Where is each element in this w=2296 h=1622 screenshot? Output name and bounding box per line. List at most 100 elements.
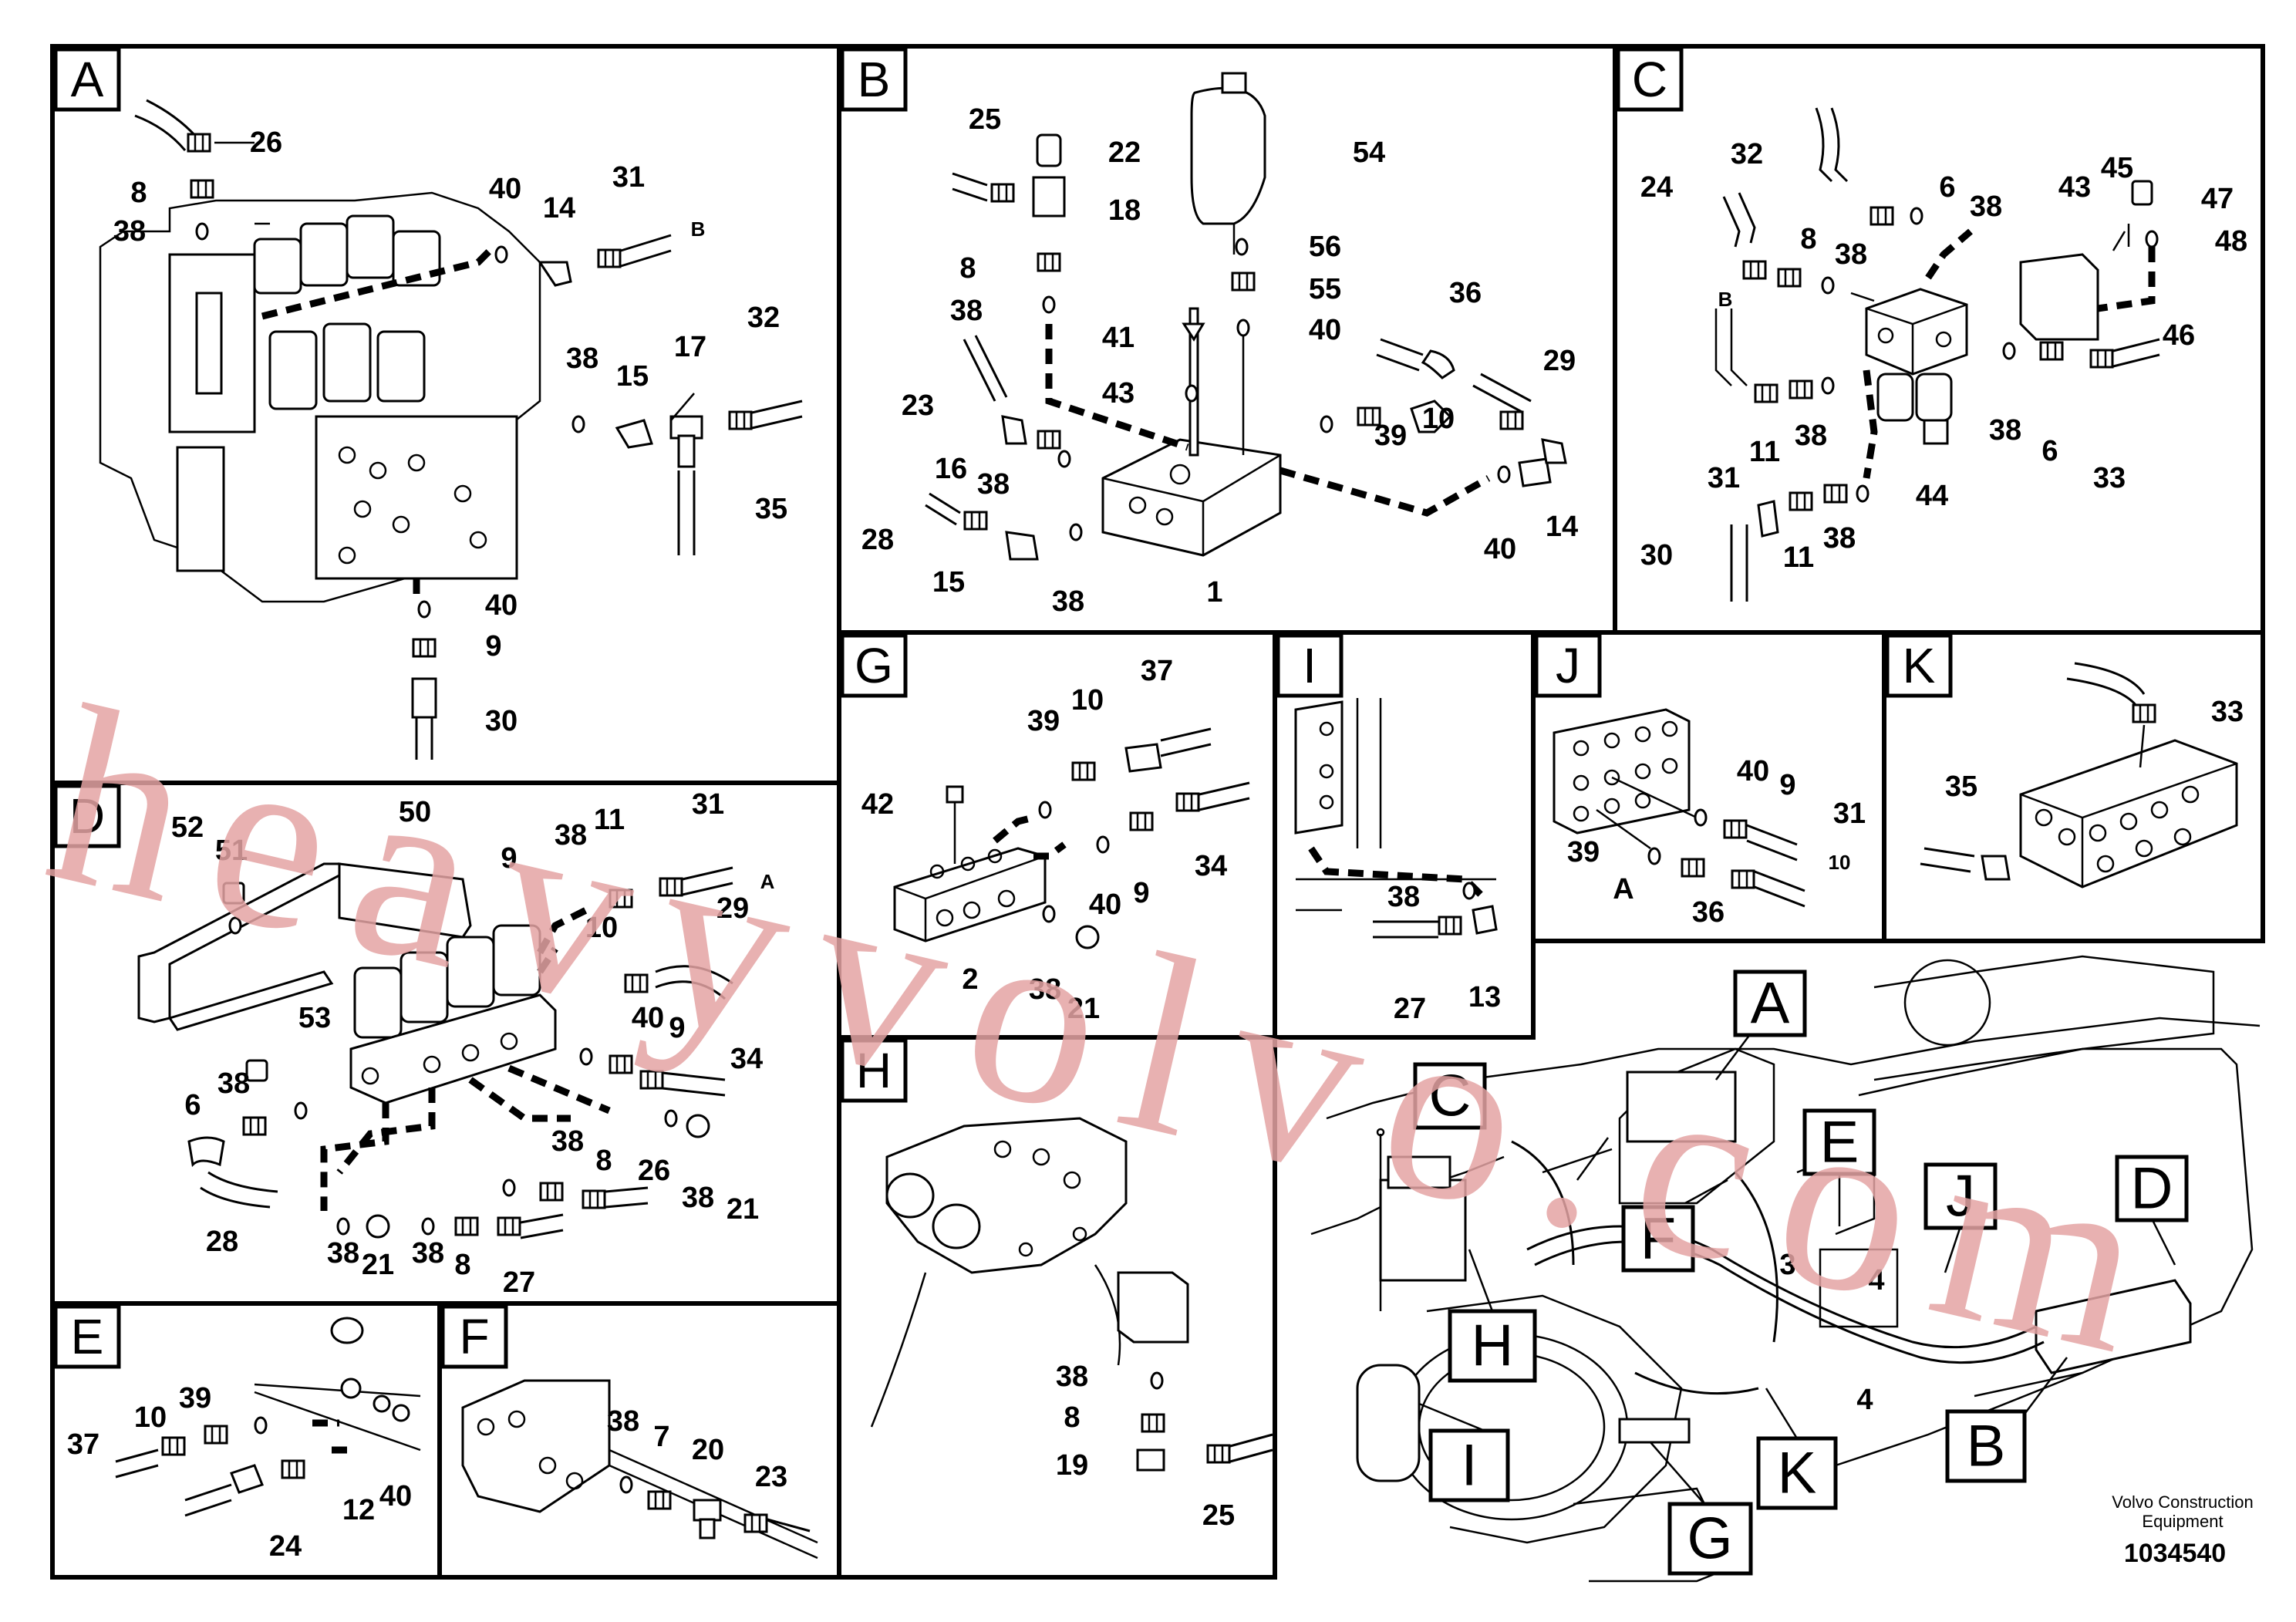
panel-g-drawing	[893, 727, 1250, 949]
callout: 40	[489, 173, 521, 205]
overview-tag: E	[1820, 1110, 1859, 1175]
callout: 29	[716, 892, 749, 925]
callout: 8	[1064, 1401, 1080, 1434]
callout: 33	[2093, 462, 2126, 494]
callout: 53	[298, 1002, 331, 1034]
callout: 38	[327, 1237, 359, 1270]
callout: A	[760, 870, 775, 893]
callout: 38	[1387, 881, 1420, 913]
callout: 38	[566, 342, 598, 375]
callout: 38	[1052, 585, 1084, 618]
panel-h-callouts: 38 8 19 25	[1056, 1361, 1235, 1532]
callout: 6	[2041, 435, 2058, 467]
callout: 38	[1823, 522, 1856, 555]
callout: 20	[692, 1434, 724, 1466]
panel-b-tag: B	[858, 52, 891, 107]
callout: 39	[1374, 420, 1407, 452]
panel-j-tag: J	[1556, 638, 1580, 693]
callout: 12	[342, 1494, 375, 1526]
callout: 44	[1916, 480, 1948, 512]
callout: 40	[1089, 889, 1121, 921]
panel-d-tag: D	[69, 788, 105, 844]
overview-tag: D	[2131, 1156, 2173, 1222]
callout: 29	[1543, 345, 1576, 377]
callout: 15	[616, 360, 649, 393]
callout: 30	[1640, 539, 1673, 572]
callout: 46	[2163, 319, 2195, 352]
panel-e-callouts: 37 10 39 40 12 24	[67, 1382, 412, 1563]
panel-f-callouts: 38 7 20 23	[607, 1405, 787, 1493]
callout: 19	[1056, 1449, 1088, 1482]
callout: 38	[1823, 522, 1856, 555]
callout: B	[691, 218, 706, 241]
panel-k-tag: K	[1903, 638, 1936, 693]
panel-i-tag: I	[1303, 638, 1317, 693]
overview-tag: G	[1687, 1506, 1732, 1572]
callout: 38	[682, 1182, 714, 1214]
callout: 4	[1868, 1264, 1884, 1297]
callout: 11	[1749, 436, 1780, 468]
callout: 7	[653, 1421, 669, 1453]
callout: 9	[485, 630, 501, 663]
callout: 36	[1449, 277, 1482, 309]
panel-h-frame	[837, 1035, 1277, 1580]
overview-tag: K	[1778, 1441, 1817, 1506]
callout: 6	[184, 1089, 201, 1121]
callout: 11	[1783, 541, 1814, 574]
overview-tag: F	[1640, 1206, 1676, 1272]
callout: 40	[1309, 314, 1341, 346]
callout: 38	[1989, 414, 2021, 447]
callout: 38	[217, 1067, 250, 1100]
callout: 34	[730, 1043, 763, 1075]
panel-c-tag: C	[1632, 52, 1667, 107]
callout: 38	[412, 1237, 444, 1270]
callout: 23	[755, 1461, 787, 1493]
callout: 38	[1056, 1361, 1088, 1393]
callout: B	[1718, 288, 1733, 311]
callout: 38	[1835, 238, 1867, 271]
panel-f-tag: F	[459, 1309, 489, 1364]
callout: 24	[269, 1530, 302, 1563]
callout: 50	[399, 796, 431, 828]
callout: 8	[1800, 223, 1816, 255]
callout: 26	[250, 126, 282, 159]
callout: 41	[1102, 322, 1135, 354]
overview-tag: H	[1472, 1313, 1514, 1379]
callout: 38	[607, 1405, 639, 1438]
callout: 10	[1071, 684, 1104, 717]
callout: 39	[1567, 836, 1600, 868]
overview-drawing	[1310, 955, 2261, 1583]
callout: 9	[501, 842, 517, 875]
callout: 55	[1309, 273, 1341, 305]
callout: 40	[1737, 755, 1769, 787]
overview-tag: A	[1751, 971, 1790, 1037]
panel-i-drawing	[1294, 698, 1498, 939]
callout: 45	[2101, 152, 2133, 184]
panel-c-drawing	[1714, 107, 2160, 602]
callout: 37	[1141, 655, 1173, 687]
callout: 1	[1206, 576, 1222, 609]
callout: 48	[2215, 225, 2247, 258]
callout: 31	[692, 788, 724, 821]
callout: 52	[171, 811, 204, 844]
callout: 38	[1795, 420, 1827, 452]
callout: 40	[379, 1480, 412, 1512]
panel-e-drawing	[115, 1317, 421, 1517]
callout: 4	[1856, 1384, 1873, 1416]
callout: 11	[1783, 541, 1814, 574]
callout: 23	[902, 389, 934, 422]
callout: 38	[977, 468, 1010, 501]
panel-h-tag: H	[856, 1043, 892, 1098]
callout: A	[1613, 873, 1633, 905]
callout: 40	[1484, 533, 1516, 565]
callout: 38	[950, 295, 983, 327]
overview-tag: I	[1461, 1433, 1477, 1499]
overview-tag: C	[1429, 1064, 1472, 1129]
callout: 28	[861, 524, 894, 556]
callout: 15	[932, 566, 965, 599]
callout: 3	[1779, 1249, 1795, 1281]
callout: 24	[1640, 171, 1673, 204]
callout: 47	[2201, 183, 2234, 215]
callout: 32	[747, 302, 780, 334]
